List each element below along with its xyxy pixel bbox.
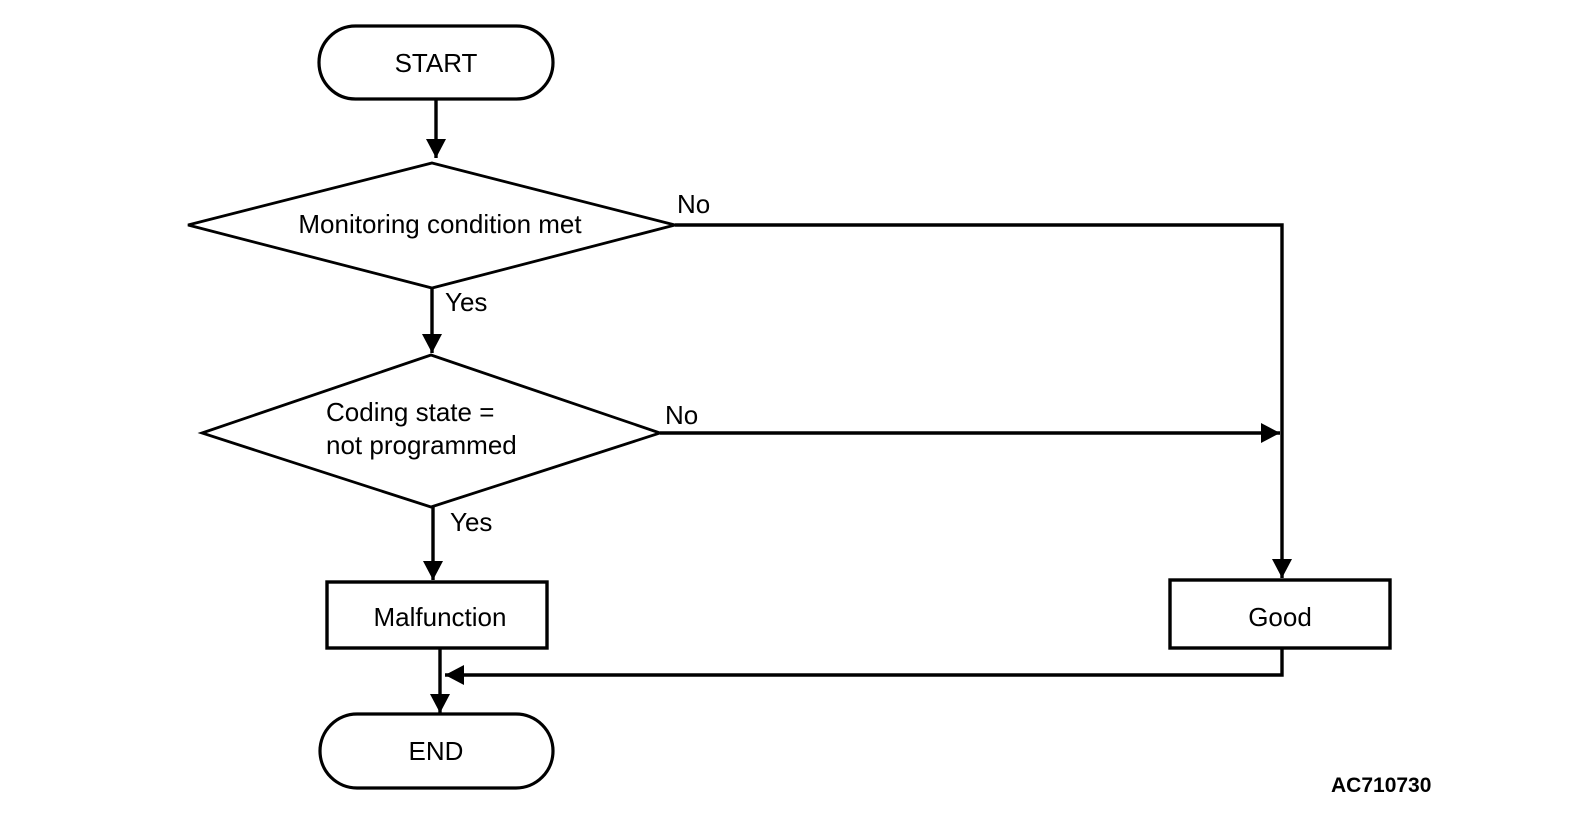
edge-label-monitoring-yes: Yes bbox=[445, 287, 487, 317]
node-good-label: Good bbox=[1248, 602, 1312, 632]
edge-label-coding-yes: Yes bbox=[450, 507, 492, 537]
node-malfunction-label: Malfunction bbox=[374, 602, 507, 632]
node-start-label: START bbox=[395, 48, 478, 78]
edge-label-coding-no: No bbox=[665, 400, 698, 430]
node-end-terminator bbox=[318, 712, 555, 790]
node-good-process bbox=[1168, 578, 1392, 650]
edge-good-to-join bbox=[445, 648, 1284, 685]
edge-monitoring-no-to-good bbox=[675, 223, 1292, 578]
node-coding-label-line1: Coding state = bbox=[326, 397, 494, 427]
node-start-terminator bbox=[317, 24, 555, 101]
node-coding-decision bbox=[197, 353, 665, 509]
node-monitoring-label: Monitoring condition met bbox=[298, 209, 582, 239]
figure-code-label: AC710730 bbox=[1331, 774, 1431, 797]
node-end-label: END bbox=[409, 736, 464, 766]
edge-label-monitoring-no: No bbox=[677, 189, 710, 219]
node-malfunction-process bbox=[325, 580, 549, 650]
node-monitoring-decision bbox=[187, 161, 676, 290]
node-coding-label-line2: not programmed bbox=[326, 430, 517, 460]
